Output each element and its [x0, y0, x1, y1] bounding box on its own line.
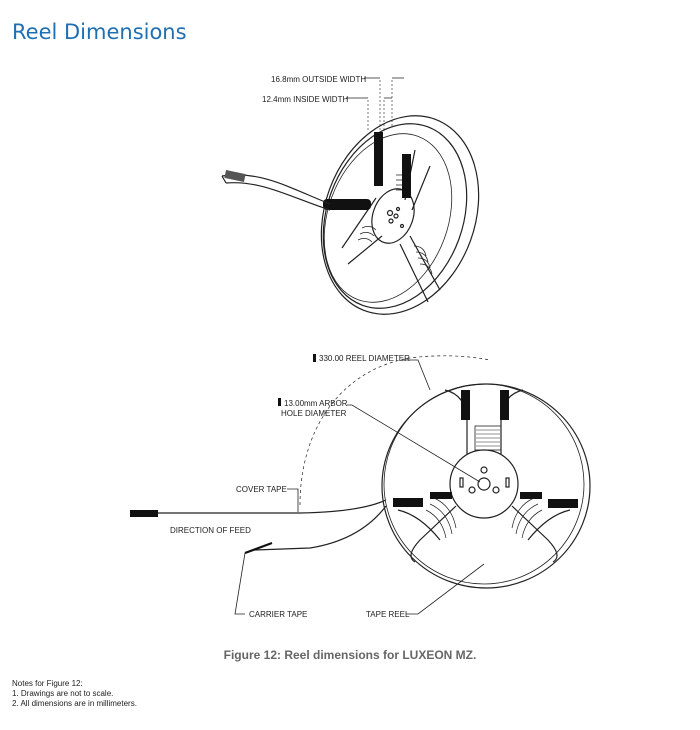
reel-inner-flange [322, 123, 468, 309]
perspective-reel [221, 77, 480, 315]
note-item: 2. All dimensions are in millimeters. [12, 699, 137, 708]
page-title: Reel Dimensions [12, 20, 187, 44]
tape-windings [357, 226, 377, 243]
reel-outer-flange [320, 115, 480, 315]
hub-hole [492, 486, 500, 494]
hub-hole [480, 466, 488, 474]
tape-windings [413, 245, 433, 275]
carrier-tape-line [254, 505, 387, 551]
reel-diameter-leader [404, 359, 431, 391]
reel-spoke [444, 389, 524, 454]
inside-width-label: 12.4mm INSIDE WIDTH [262, 95, 348, 104]
hub-hole [393, 213, 399, 219]
carrier-tape-leader [234, 552, 246, 615]
reel-diameter-label: 330.00 REEL DIAMETER [319, 354, 410, 363]
figure-caption: Figure 12: Reel dimensions for LUXEON MZ… [223, 648, 477, 662]
flange-slot [393, 498, 423, 507]
cover-tape-label: COVER TAPE [236, 485, 287, 494]
cover-tape-line [130, 499, 387, 514]
reel-inner-flange [383, 383, 585, 585]
reel-spoke [410, 505, 558, 563]
note-item: 1. Drawings are not to scale. [12, 689, 114, 698]
arbor-hole [477, 477, 491, 491]
tape-reel-leader [406, 563, 485, 615]
flange-slot [548, 499, 578, 508]
hub-hole [386, 209, 394, 217]
tape-strip [221, 175, 227, 184]
outside-width-label: 16.8mm OUTSIDE WIDTH [271, 75, 366, 84]
dimension-marker [278, 398, 281, 406]
hub-hole [399, 223, 405, 229]
hub-hole [388, 218, 394, 224]
tape-windings [425, 497, 457, 539]
flange-slot [500, 390, 509, 420]
tape-windings [511, 497, 543, 539]
tape-windings [396, 174, 406, 191]
tape-strip [225, 182, 331, 211]
tape-windings [474, 425, 502, 451]
flange-slot [461, 390, 470, 420]
width-extension-lines [379, 80, 393, 132]
tape-windings [476, 429, 500, 447]
front-reel [130, 355, 591, 615]
arbor-leader [347, 404, 481, 483]
carrier-tape-end [244, 541, 273, 555]
figure-notes: Notes for Figure 12: 1. Drawings are not… [12, 679, 137, 709]
hub-hole [395, 206, 401, 212]
reel-spoke [399, 235, 441, 303]
tape-end [130, 510, 158, 517]
hub-slot [505, 477, 510, 488]
dimension-marker [313, 354, 316, 362]
reel-rim [323, 133, 453, 303]
tape-reel-label: TAPE REEL [366, 610, 410, 619]
reel-hub [371, 188, 415, 244]
hub-slot [459, 477, 464, 488]
reel-spoke [397, 509, 571, 541]
notes-heading: Notes for Figure 12: [12, 679, 83, 688]
reel-outer-flange [381, 383, 591, 589]
flange-slot [374, 132, 383, 186]
arbor-label-line2: HOLE DIAMETER [281, 409, 347, 418]
flange-slot [402, 154, 411, 198]
direction-of-feed-label: DIRECTION OF FEED [170, 526, 251, 535]
cover-tape-leader [287, 488, 299, 512]
carrier-tape-label: CARRIER TAPE [249, 610, 307, 619]
flange-slot [430, 492, 452, 499]
flange-slot [323, 199, 371, 210]
flange-slot [520, 492, 542, 499]
tape-pockets [224, 170, 246, 182]
hub-hole [468, 486, 476, 494]
arbor-label-line1: 13.00mm ARBOR [284, 399, 348, 408]
width-extension-lines [367, 100, 385, 132]
